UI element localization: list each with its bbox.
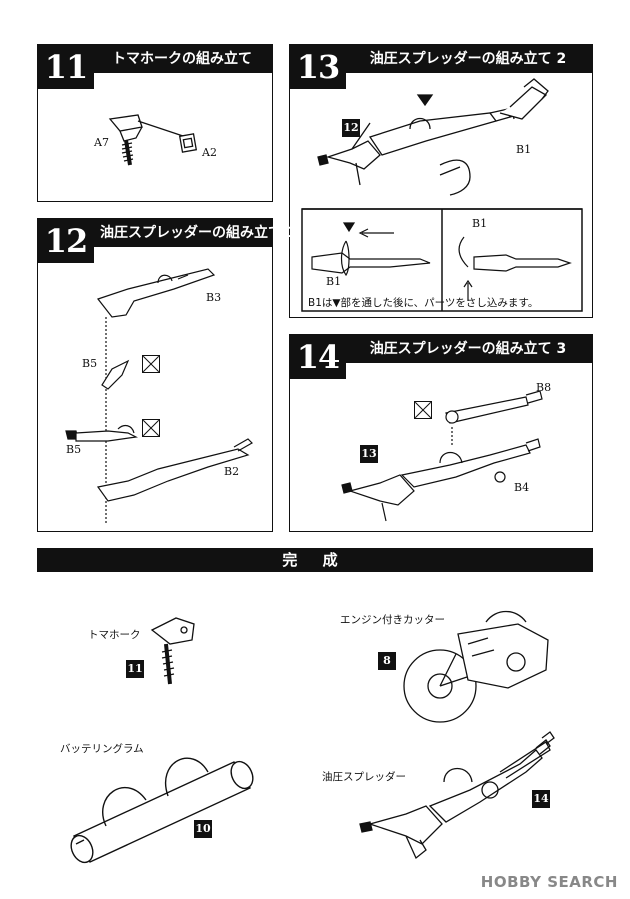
hobby-search-watermark: HOBBY SEARCH <box>481 873 618 891</box>
label-b8: B8 <box>536 381 552 394</box>
label-a2: A2 <box>202 146 217 159</box>
step-12-number: 12 <box>38 219 100 263</box>
label-inset-b1-right: B1 <box>472 217 488 230</box>
label-b5-bottom: B5 <box>66 443 82 456</box>
complete-item-spreader-label: 油圧スプレッダー <box>322 771 406 783</box>
spreader-final-illustration <box>341 390 543 522</box>
step-14-number: 14 <box>290 335 352 379</box>
hydraulic-spreader-complete-illustration <box>359 731 555 860</box>
complete-item-tomahawk-label: トマホーク <box>88 629 141 641</box>
watermark-search: SEARCH <box>547 873 618 891</box>
label-b5-top: B5 <box>82 357 98 370</box>
complete-banner: 完 成 <box>37 548 593 572</box>
watermark-brand: HOBBY <box>480 873 542 891</box>
ref-tag-13: 13 <box>360 445 378 463</box>
step-13-number: 13 <box>290 45 352 89</box>
step-13-note: B1は▼部を通した後に、パーツをさし込みます。 <box>308 297 539 309</box>
engine-cutter-illustration <box>403 610 549 723</box>
step-14-panel: 14 油圧スプレッダーの組み立て 3 13 B8 B4 <box>289 334 593 532</box>
ref-tag-14: 14 <box>532 790 550 808</box>
step-12-title: 油圧スプレッダーの組み立て 1 <box>100 225 297 241</box>
step-11-panel: 11 トマホークの組み立て A7 A2 <box>37 44 273 202</box>
ref-tag-12: 12 <box>342 119 360 137</box>
ref-tag-10: 10 <box>194 820 212 838</box>
spreader-subassembly-illustration <box>65 268 253 523</box>
step-13-header: 13 油圧スプレッダーの組み立て 2 <box>290 45 592 89</box>
cut-mark-bottom <box>142 419 160 437</box>
cut-mark <box>414 401 432 419</box>
step-13-title: 油圧スプレッダーの組み立て 2 <box>369 51 567 67</box>
step-14-header: 14 油圧スプレッダーの組み立て 3 <box>290 335 592 379</box>
label-inset-b1-left: B1 <box>326 275 342 288</box>
step-13-panel: 13 油圧スプレッダーの組み立て 2 12 <box>289 44 593 318</box>
complete-item-ram-label: バッテリングラム <box>60 743 144 755</box>
label-b1: B1 <box>516 143 532 156</box>
step-11-number: 11 <box>38 45 100 89</box>
step-11-header: 11 トマホークの組み立て <box>38 45 272 89</box>
tomahawk-parts-illustration <box>108 114 198 166</box>
battering-ram-illustration <box>70 757 254 864</box>
step-12-header: 12 油圧スプレッダーの組み立て 1 <box>38 219 297 263</box>
step-14-title: 油圧スプレッダーの組み立て 3 <box>369 341 567 357</box>
ref-tag-11: 11 <box>126 660 144 678</box>
label-b4: B4 <box>514 481 530 494</box>
complete-item-cutter-label: エンジン付きカッター <box>340 614 445 626</box>
step-12-panel: 12 油圧スプレッダーの組み立て 1 B3 B5 B5 B2 <box>37 218 297 532</box>
label-b2: B2 <box>224 465 240 478</box>
label-a7: A7 <box>94 136 109 149</box>
ref-tag-8: 8 <box>378 652 396 670</box>
tomahawk-complete-illustration <box>150 617 195 685</box>
step-11-title: トマホークの組み立て <box>112 51 252 67</box>
cut-mark-top <box>142 355 160 373</box>
label-b3: B3 <box>206 291 222 304</box>
spreader-assembly-illustration <box>301 78 583 312</box>
